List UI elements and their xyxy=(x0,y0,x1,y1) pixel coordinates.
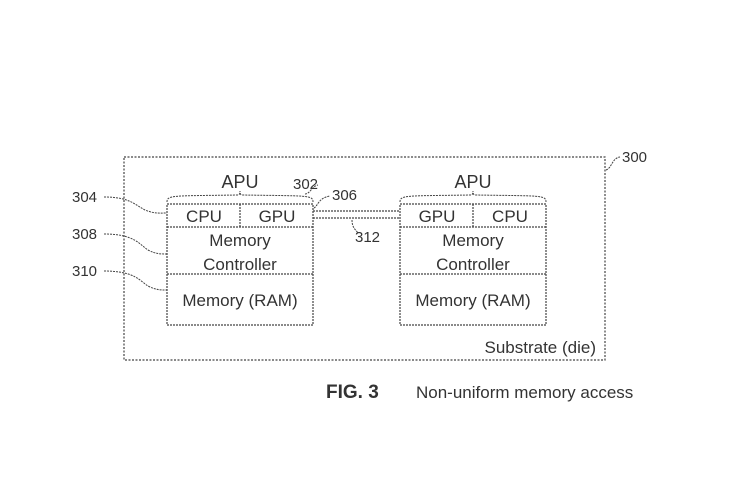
figure-caption: Non-uniform memory access xyxy=(416,383,633,402)
apu-left-brace xyxy=(166,190,314,203)
ref-300: 300 xyxy=(622,149,647,166)
apu-right-title: APU xyxy=(454,172,491,192)
leader-302 xyxy=(304,184,319,195)
leader-308 xyxy=(103,233,168,255)
ref-308: 308 xyxy=(72,226,97,243)
ref-310: 310 xyxy=(72,263,97,280)
apu-left-box xyxy=(166,203,314,326)
apu-left: APU CPU GPU Memory Controller Memory (RA… xyxy=(166,172,314,326)
ref-302: 302 xyxy=(293,176,318,193)
apu-right-brace xyxy=(399,190,547,203)
apu-left-cpu: CPU xyxy=(186,207,222,226)
substrate-box xyxy=(123,156,606,361)
apu-right-controller-line1: Memory xyxy=(442,231,504,250)
ref-312: 312 xyxy=(355,229,380,246)
leader-306 xyxy=(313,195,331,209)
apu-left-title: APU xyxy=(221,172,258,192)
ref-304: 304 xyxy=(72,189,97,206)
apu-right-cpu: CPU xyxy=(492,207,528,226)
leader-300 xyxy=(605,156,621,171)
leader-312 xyxy=(351,219,359,234)
apu-right-memory: Memory (RAM) xyxy=(415,291,530,310)
figure-number: FIG. 3 xyxy=(326,382,379,403)
substrate-label: Substrate (die) xyxy=(485,338,597,357)
apu-left-memory: Memory (RAM) xyxy=(182,291,297,310)
ref-306: 306 xyxy=(332,187,357,204)
leader-310 xyxy=(103,270,168,291)
apu-right-gpu: GPU xyxy=(419,207,456,226)
leader-304 xyxy=(103,196,168,214)
apu-left-controller-line2: Controller xyxy=(203,255,277,274)
apu-left-gpu: GPU xyxy=(259,207,296,226)
apu-right: APU GPU CPU Memory Controller Memory (RA… xyxy=(399,172,547,326)
apu-right-controller-line2: Controller xyxy=(436,255,510,274)
apu-left-controller-line1: Memory xyxy=(209,231,271,250)
